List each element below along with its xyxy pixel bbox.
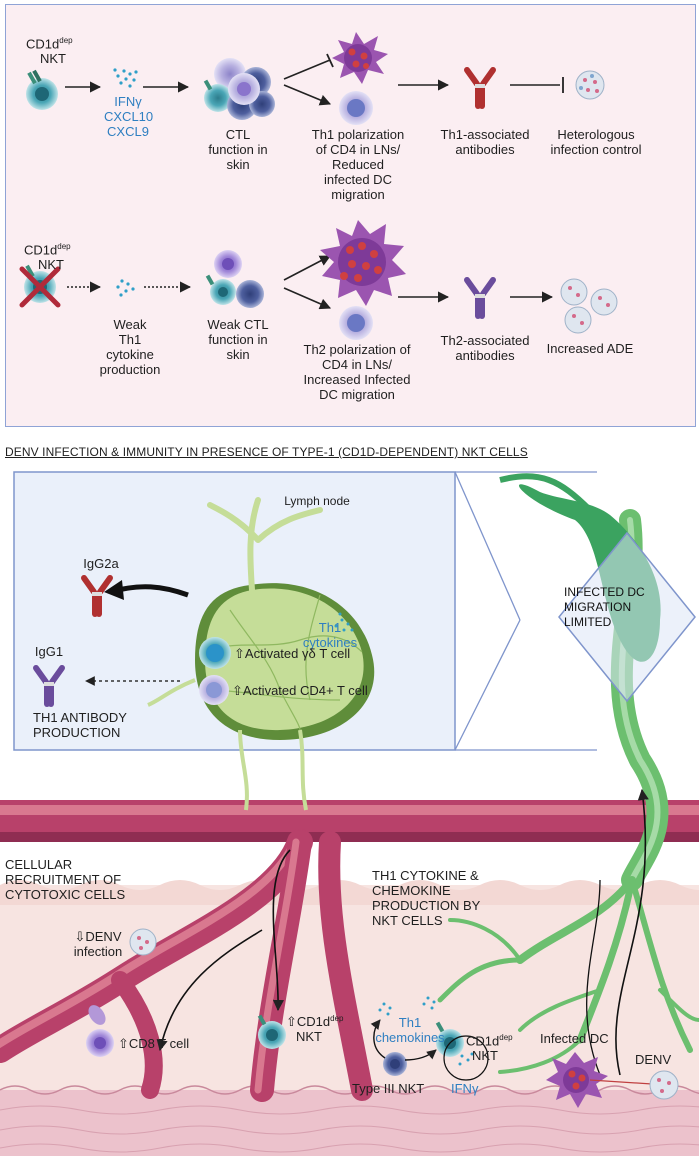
- cd8-t-cell-icon: [86, 1029, 114, 1057]
- weak-cytokine-label: Weak Th1 cytokine production: [99, 317, 161, 377]
- cd8-t-cell-label: ⇧CD8 T cell: [118, 1036, 190, 1051]
- dendritic-cell-icon-row2: [320, 220, 406, 306]
- extravasating-cell-icon: [88, 1005, 106, 1025]
- depleted-nkt-cell-icon: [19, 264, 61, 308]
- th1-antibody-production-label: TH1 ANTIBODY PRODUCTION: [33, 710, 127, 740]
- cd4-cell-icon-row1: [339, 91, 373, 125]
- type3-nkt-label: Type III NKT: [352, 1081, 425, 1096]
- cytokine-dots-icon-row2: [116, 279, 135, 297]
- lymph-node-title: Lymph node: [284, 494, 350, 508]
- denv-label: DENV: [635, 1052, 672, 1067]
- th1-chemokines-label: Th1 chemokines: [375, 1015, 445, 1045]
- gd-t-cell-label: ⇧Activated γδ T cell: [234, 646, 351, 661]
- heterologous-control-label: Heterologous infection control: [550, 127, 642, 157]
- weak-ctl-label: Weak CTL function in skin: [207, 317, 269, 362]
- ifng-label: IFNγ: [451, 1081, 479, 1096]
- th2-antibody-icon: [464, 277, 496, 319]
- nkt-label-row2: CD1ddep NKT: [24, 242, 71, 273]
- denv-virus-icon-tissue: [129, 928, 157, 956]
- th1-cytokines-label: Th1 cytokines: [302, 620, 358, 650]
- denv-virus-icon-dc: [649, 1070, 679, 1100]
- igg1-antibody-icon: [33, 665, 65, 707]
- reduced-denv-label: ⇩DENV infection: [73, 929, 123, 959]
- igg1-label: IgG1: [34, 644, 64, 659]
- cellular-recruitment-label: CELLULAR RECRUITMENT OF CYTOTOXIC CELLS: [5, 857, 126, 902]
- cd4-t-cell-label: ⇧Activated CD4+ T cell: [232, 683, 368, 698]
- section-heading: DENV INFECTION & IMMUNITY IN PRESENCE OF…: [5, 445, 528, 459]
- denv-virus-cluster-icon: [560, 278, 618, 334]
- infected-dc-label: Infected DC: [540, 1031, 609, 1046]
- infected-dc-icon: [546, 1052, 608, 1108]
- dendritic-cell-icon-row1: [332, 32, 388, 84]
- ctl-label-row1: CTL function in skin: [208, 127, 268, 172]
- nkt-cell-icon-row1: [26, 69, 58, 110]
- cd1d-nkt-label-tissue: ⇧CD1ddep NKT: [286, 1014, 344, 1045]
- weak-ctl-cells-icon: [205, 250, 264, 308]
- cd4-cell-icon-row2: [339, 306, 373, 340]
- dc-migration-limited-label: INFECTED DC MIGRATION LIMITED: [564, 585, 645, 629]
- nkt-label-row1: CD1ddep NKT: [26, 36, 73, 67]
- dc-migration-diamond: [558, 531, 696, 703]
- cd1d-nkt-label-2: CD1ddep NKT: [466, 1033, 513, 1064]
- denv-virus-icon-row1: [575, 70, 605, 100]
- type3-nkt-cell-icon: [383, 1052, 407, 1076]
- nkt-cytokine-production-label: TH1 CYTOKINE & CHEMOKINE PRODUCTION BY N…: [372, 868, 481, 928]
- th1-polarization-label: Th1 polarization of CD4 in LNs/ Reduced …: [311, 127, 405, 202]
- igg2a-antibody-icon: [81, 575, 113, 617]
- th1-antibodies-label: Th1-associated antibodies: [440, 127, 530, 157]
- increased-ade-label: Increased ADE: [546, 341, 634, 356]
- igg2a-label: IgG2a: [83, 556, 119, 571]
- ctl-cluster-icon: [203, 58, 275, 120]
- lymph-node-icon: [147, 497, 375, 811]
- th1-antibody-icon: [464, 67, 496, 109]
- cytokines-label-row1: IFNγ CXCL10 CXCL9: [104, 94, 154, 139]
- th2-polarization-label: Th2 polarization of CD4 in LNs/ Increase…: [303, 342, 411, 402]
- cytokine-dots-icon-row1: [113, 68, 138, 88]
- th2-antibodies-label: Th2-associated antibodies: [440, 333, 530, 363]
- cd1d-nkt-cell-icon-tissue: [257, 1014, 286, 1049]
